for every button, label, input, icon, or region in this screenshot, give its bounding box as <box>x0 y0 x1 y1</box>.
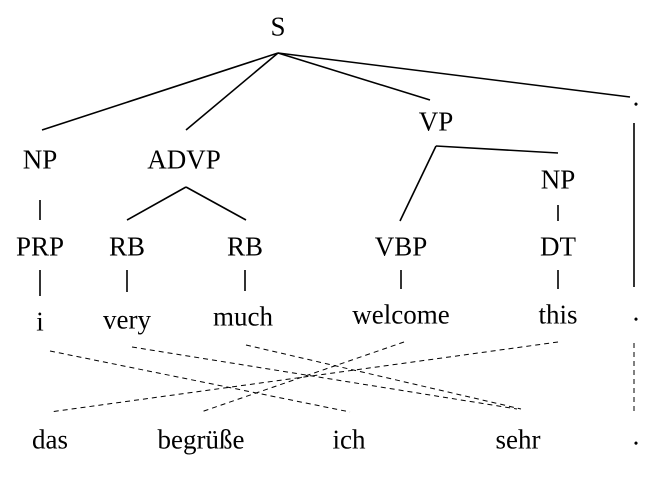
target-word-begruesse: begrüße <box>157 424 245 455</box>
source-word-this: this <box>538 299 578 330</box>
node-np-object: NP <box>540 164 576 195</box>
align-i-ich <box>49 350 351 413</box>
target-word-sehr: sehr <box>495 424 541 455</box>
node-s: S <box>270 11 286 42</box>
pos-prp: PRP <box>15 231 65 262</box>
pos-rb-2: RB <box>226 231 264 262</box>
node-np-subject: NP <box>22 144 58 175</box>
edge-s-punct <box>277 52 631 98</box>
target-word-das: das <box>32 424 68 455</box>
source-word-welcome: welcome <box>352 299 450 330</box>
target-word-ich: ich <box>332 424 366 455</box>
align-this-das <box>49 341 559 413</box>
target-word-punct: . <box>632 420 640 451</box>
tree-edges <box>39 52 635 296</box>
edge-advp-rb2 <box>185 186 247 221</box>
edge-vp-np2 <box>435 145 559 154</box>
edge-s-vp <box>277 52 431 101</box>
node-vp: VP <box>418 106 454 137</box>
source-word-much: much <box>213 301 273 332</box>
source-word-i: i <box>36 306 44 337</box>
edge-advp-rb1 <box>126 186 187 221</box>
source-word-punct: . <box>632 296 640 327</box>
pos-rb-1: RB <box>108 231 146 262</box>
edge-s-np1 <box>41 52 279 131</box>
edge-s-advp <box>185 52 279 131</box>
edge-vp-vbp <box>399 145 437 222</box>
align-welcome-begruesse <box>200 341 405 413</box>
align-very-sehr <box>131 346 518 410</box>
align-much-sehr <box>245 344 522 410</box>
alignment-links <box>49 341 635 414</box>
node-advp: ADVP <box>147 144 221 175</box>
pos-vbp: VBP <box>374 231 428 262</box>
root-punct: . <box>632 81 640 112</box>
source-word-very: very <box>103 304 151 335</box>
pos-dt: DT <box>540 231 576 262</box>
